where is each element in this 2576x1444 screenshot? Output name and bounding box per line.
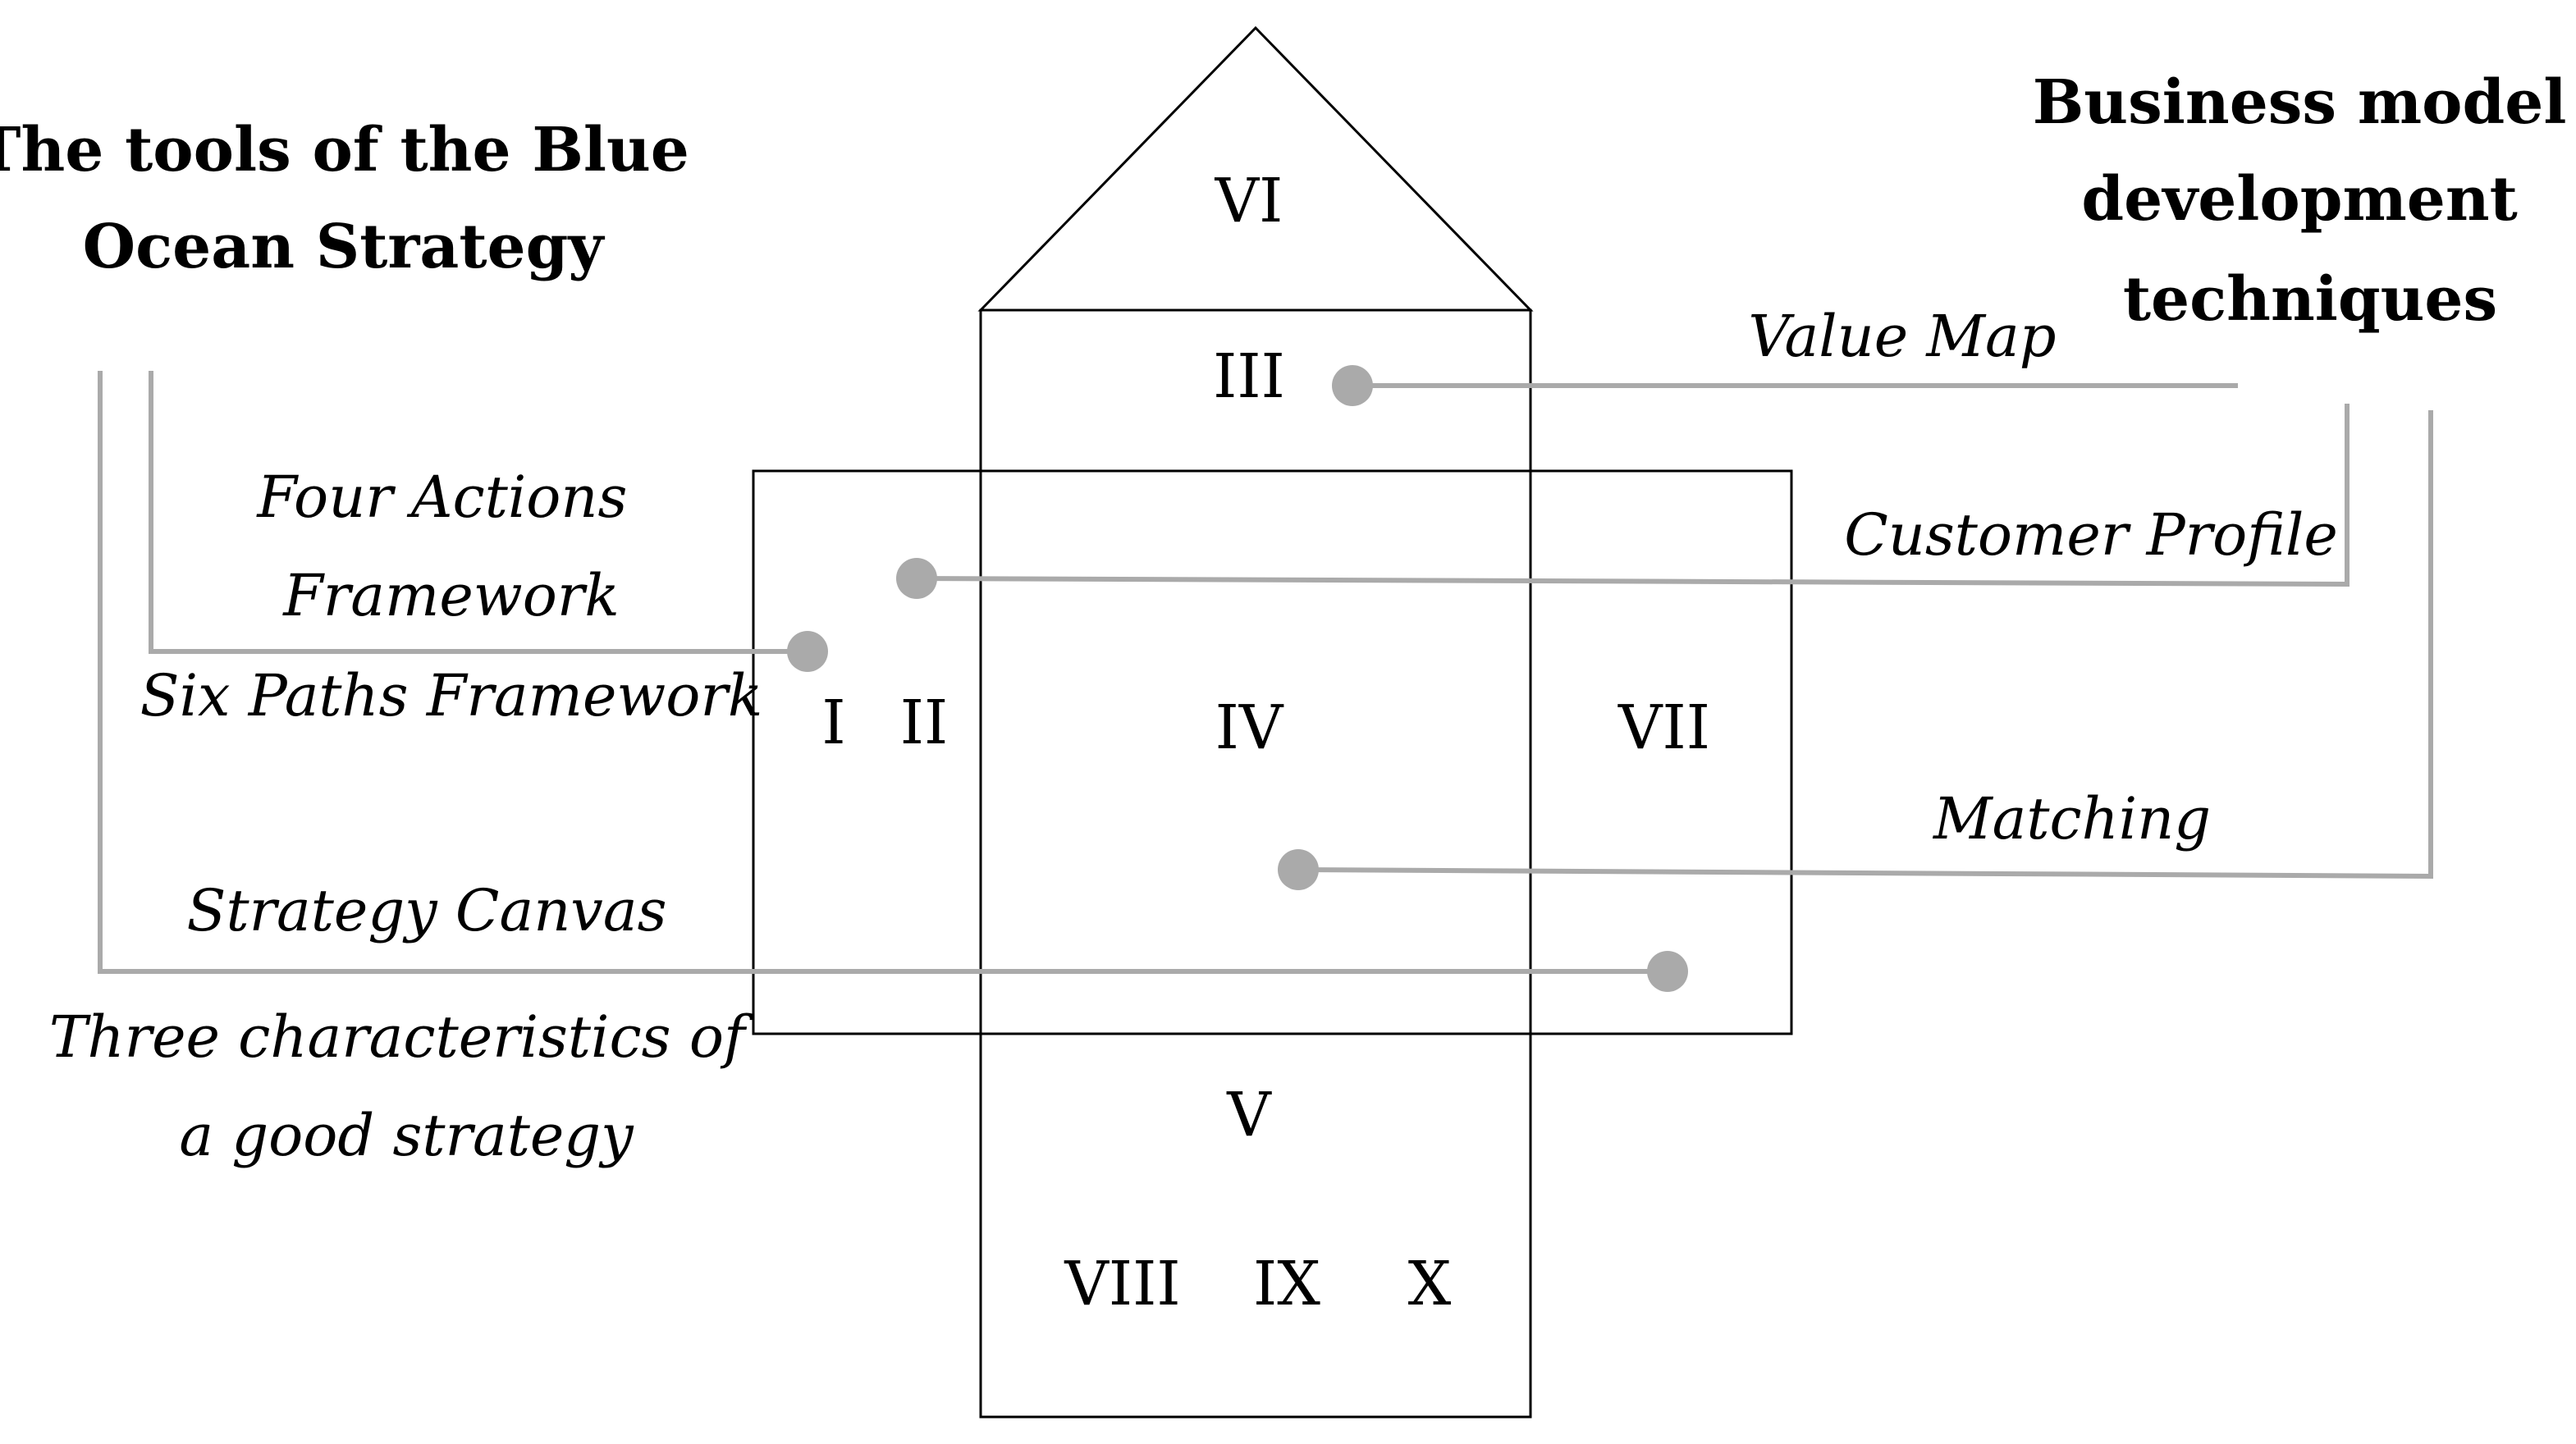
label-value-map: Value Map <box>1748 303 2056 370</box>
label-six-paths: Six Paths Framework <box>140 662 763 729</box>
label-customer-profile: Customer Profile <box>1844 501 2338 569</box>
horizontal-band <box>752 469 1793 1035</box>
label-strategy-canvas: Strategy Canvas <box>186 877 666 944</box>
label-three-characteristics-line-1: Three characteristics of <box>49 1003 754 1071</box>
label-four-actions: Four Actions Framework <box>255 464 645 629</box>
endpoint-matching <box>1278 849 1319 890</box>
numeral-left-a: I <box>821 688 845 758</box>
numeral-bottom-top: V <box>1226 1080 1272 1150</box>
endpoint-four-actions <box>787 631 828 672</box>
connector-strategy-canvas <box>98 371 1668 974</box>
right-heading: Business model development techniques <box>2033 67 2576 335</box>
connector-customer-profile <box>916 404 2350 587</box>
label-matching: Matching <box>1932 785 2211 852</box>
label-three-characteristics: Three characteristics of a good strategy <box>49 1003 763 1169</box>
label-three-characteristics-line-2: a good strategy <box>179 1102 634 1169</box>
numeral-roof: VI <box>1215 166 1283 236</box>
left-heading-line-2: Ocean Strategy <box>83 212 606 282</box>
numeral-left-b: II <box>900 688 948 758</box>
numeral-center: IV <box>1215 692 1284 763</box>
numeral-right: VII <box>1617 692 1710 763</box>
numeral-bottom-b: IX <box>1253 1249 1320 1319</box>
numeral-bottom-a: VIII <box>1064 1249 1180 1319</box>
right-heading-line-1: Business model <box>2033 67 2567 138</box>
right-heading-line-3: techniques <box>2123 264 2497 335</box>
connectors <box>98 365 2433 992</box>
left-heading-line-1: The tools of the Blue <box>0 115 689 185</box>
house-structure <box>752 25 1793 1419</box>
endpoint-value-map <box>1332 365 1373 406</box>
right-heading-line-2: development <box>2081 164 2517 235</box>
vertical-column <box>979 308 1532 1419</box>
label-four-actions-line-2: Framework <box>281 562 620 629</box>
connector-matching <box>1297 410 2433 880</box>
label-four-actions-line-1: Four Actions <box>255 464 627 531</box>
connector-four-actions <box>149 371 808 654</box>
numeral-bottom-c: X <box>1408 1249 1452 1319</box>
numeral-top: III <box>1213 341 1285 412</box>
left-heading: The tools of the Blue Ocean Strategy <box>0 115 711 282</box>
endpoint-customer-profile <box>896 558 937 599</box>
endpoint-strategy-canvas <box>1647 951 1688 992</box>
